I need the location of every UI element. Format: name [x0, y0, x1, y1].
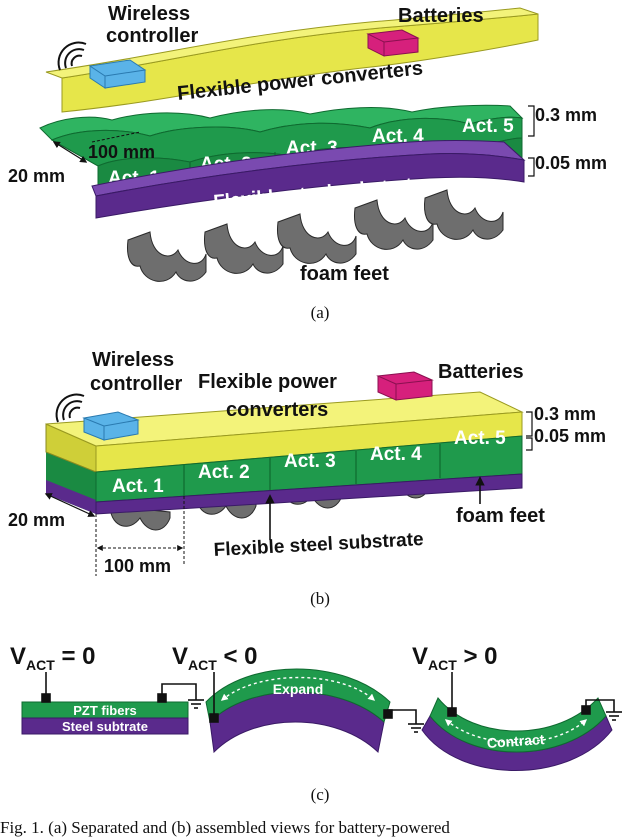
panel-a: Wireless controller Batteries Flexible p…: [8, 3, 607, 322]
figure-caption: Fig. 1. (a) Separated and (b) assembled …: [0, 818, 450, 837]
sublabel-a: (a): [311, 303, 330, 322]
wifi-icon-b: [55, 393, 85, 423]
panel-b: Act. 1 Act. 2 Act. 3 Act. 4 Act. 5 Wirel…: [8, 349, 606, 608]
foam-feet-label-b: foam feet: [456, 505, 545, 527]
thickness-actuator-label-b: 0.3 mm: [534, 404, 596, 424]
thickness-steel-label-b: 0.05 mm: [534, 426, 606, 446]
steel-substrate-front-a: [95, 152, 525, 219]
expand-arrow: [220, 676, 376, 701]
dim-20-arrow-a: [52, 141, 88, 163]
thickness-bracket-actuator-b: [526, 411, 533, 451]
thickness-actuator-label-a: 0.3 mm: [535, 105, 597, 125]
sublabel-c: (c): [311, 785, 330, 804]
act5-label-b: Act. 5: [454, 428, 506, 449]
wireless-module-icon-b: [82, 411, 140, 441]
vact-neg-label: VACT < 0: [172, 643, 258, 673]
vact-pos-label: VACT > 0: [412, 643, 498, 673]
sublabel-b: (b): [310, 589, 330, 608]
act3-label-b: Act. 3: [284, 451, 336, 472]
dim-100-line-a: [91, 131, 141, 143]
act2-label-b: Act. 2: [198, 462, 250, 483]
steel-substrate-label-b: Flexible steel substrate: [213, 529, 424, 561]
wireless-label-line2: controller: [106, 25, 198, 47]
dim-100-label-b: 100 mm: [104, 556, 171, 576]
batteries-label: Batteries: [398, 5, 484, 27]
steel-label-c: Steel subtrate: [62, 719, 148, 734]
panel-c: VACT = 0 PZT fibers Steel subtrate VACT …: [10, 643, 622, 804]
act5-label-a: Act. 5: [462, 116, 514, 137]
foam-feet-a: [127, 189, 504, 282]
contract-label: Contract: [486, 731, 545, 751]
foam-feet-label-a: foam feet: [300, 263, 389, 285]
expand-label: Expand: [273, 681, 324, 697]
wifi-icon: [57, 41, 87, 71]
battery-icon: [366, 29, 420, 57]
wireless-label-line2-b: controller: [90, 373, 182, 395]
dim-20-label-a: 20 mm: [8, 166, 65, 186]
batteries-label-b: Batteries: [438, 361, 524, 383]
act1-label-b: Act. 1: [112, 476, 164, 497]
contract-arrow: [444, 719, 588, 744]
wireless-module-icon: [88, 59, 147, 89]
power-label-line2-b: converters: [226, 399, 328, 421]
vact-zero-label: VACT = 0: [10, 643, 96, 673]
thickness-bracket-steel-a: [528, 157, 535, 177]
actuator-dividers-b: [183, 444, 441, 496]
thickness-bracket-actuator-a: [528, 105, 535, 137]
flat-electrodes: [41, 672, 204, 709]
dim-100-label-a: 100 mm: [88, 142, 155, 162]
thickness-steel-label-a: 0.05 mm: [535, 153, 607, 173]
steel-front-b: [95, 473, 523, 515]
contract-electrodes: [447, 672, 622, 721]
expand-electrodes: [209, 672, 424, 733]
act4-label-b: Act. 4: [370, 444, 422, 465]
dim-20-arrow-b: [44, 493, 96, 517]
battery-icon-b: [376, 371, 434, 401]
pzt-label: PZT fibers: [73, 703, 137, 718]
flat-steel-layer: [21, 717, 189, 735]
dim-20-label-b: 20 mm: [8, 510, 65, 530]
wireless-label-line1-b: Wireless: [92, 349, 174, 371]
wireless-label-line1: Wireless: [108, 3, 190, 25]
power-label-line1-b: Flexible power: [198, 371, 337, 393]
